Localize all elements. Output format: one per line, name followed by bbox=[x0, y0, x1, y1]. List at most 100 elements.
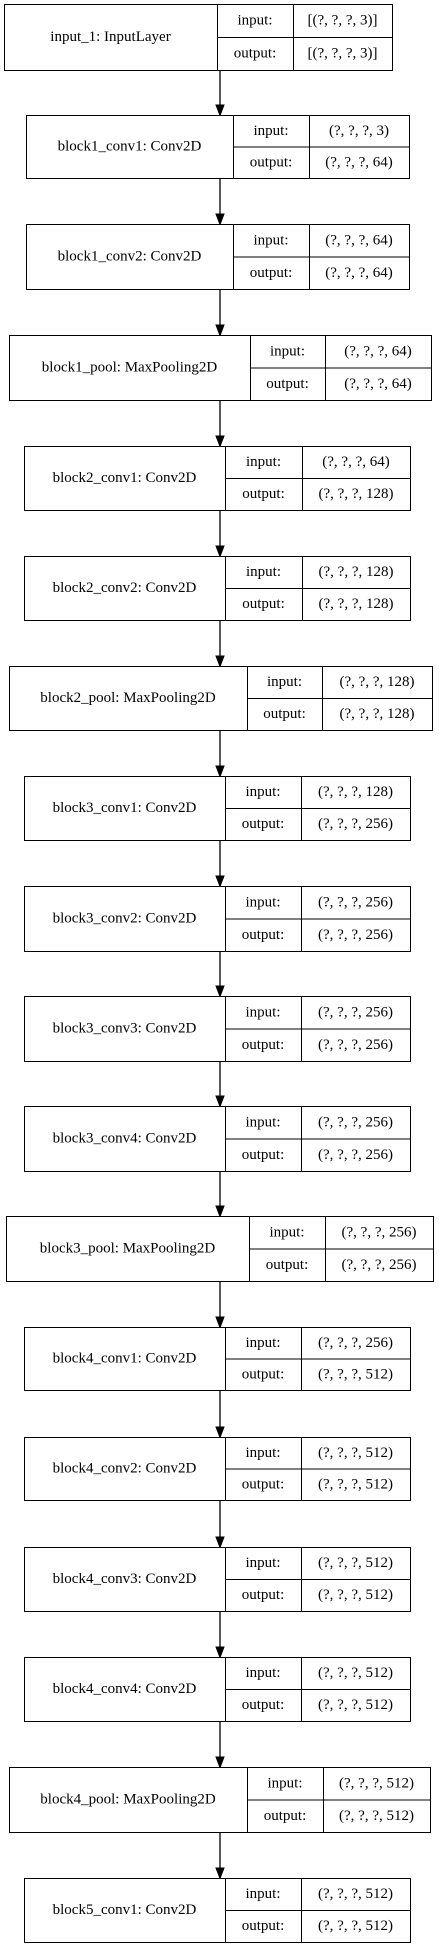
connection-arrow bbox=[215, 731, 225, 778]
output-label: output: bbox=[263, 706, 306, 722]
layer-name: block1_conv1: Conv2D bbox=[58, 139, 202, 155]
arrow-head bbox=[215, 545, 225, 558]
output-label: output: bbox=[250, 265, 293, 281]
input-shape: (?, ?, ?, 256) bbox=[318, 1114, 393, 1130]
connection-arrow bbox=[215, 1391, 225, 1439]
layer-name: block4_conv1: Conv2D bbox=[53, 1351, 197, 1367]
output-label: output: bbox=[242, 816, 285, 832]
arrow-head bbox=[215, 875, 225, 888]
output-label: output: bbox=[264, 1808, 307, 1824]
layer-name: block3_conv2: Conv2D bbox=[53, 911, 197, 927]
input-label: input: bbox=[253, 123, 288, 139]
input-label: input: bbox=[246, 564, 281, 580]
layer-name: block1_pool: MaxPooling2D bbox=[42, 360, 218, 376]
output-label: output: bbox=[242, 1037, 285, 1053]
arrow-head bbox=[215, 1316, 225, 1329]
connection-arrow bbox=[215, 1612, 225, 1659]
connection-arrow bbox=[215, 401, 225, 448]
arrow-head bbox=[215, 213, 225, 226]
arrow-head bbox=[215, 1426, 225, 1439]
input-label: input: bbox=[245, 1555, 280, 1571]
connection-arrow bbox=[215, 1062, 225, 1108]
connection-arrow bbox=[215, 71, 225, 117]
layer-name: block4_pool: MaxPooling2D bbox=[40, 1792, 216, 1808]
output-label: output: bbox=[242, 486, 285, 502]
input-shape: (?, ?, ?, 64) bbox=[344, 343, 411, 359]
output-label: output: bbox=[242, 1476, 285, 1492]
layer-node: block3_conv3: Conv2D input: output: (?, ?, … bbox=[24, 996, 411, 1062]
input-shape: (?, ?, ?, 64) bbox=[325, 232, 392, 248]
output-shape: (?, ?, ?, 512) bbox=[318, 1918, 393, 1934]
connection-arrow bbox=[215, 621, 225, 668]
input-label: input: bbox=[245, 1445, 280, 1461]
layer-name: input_1: InputLayer bbox=[50, 29, 170, 45]
input-label: input: bbox=[237, 13, 272, 29]
connection-arrow bbox=[215, 841, 225, 888]
input-shape: (?, ?, ?, 512) bbox=[318, 1445, 393, 1461]
layer-name: block3_conv3: Conv2D bbox=[53, 1021, 197, 1037]
output-shape: (?, ?, ?, 128) bbox=[319, 596, 394, 612]
layer-node-box bbox=[9, 666, 433, 731]
layer-name: block4_conv4: Conv2D bbox=[53, 1681, 197, 1697]
connection-arrow bbox=[215, 1282, 225, 1329]
arrow-head bbox=[215, 985, 225, 998]
input-shape: (?, ?, ?, 64) bbox=[322, 454, 389, 470]
output-label: output: bbox=[242, 596, 285, 612]
connection-arrow bbox=[215, 179, 225, 226]
output-label: output: bbox=[242, 927, 285, 943]
output-shape: (?, ?, ?, 512) bbox=[318, 1476, 393, 1492]
output-shape: (?, ?, ?, 128) bbox=[340, 706, 415, 722]
layer-node: block2_pool: MaxPooling2D input: output: (?… bbox=[9, 666, 433, 731]
input-label: input: bbox=[245, 1114, 280, 1130]
input-label: input: bbox=[245, 1004, 280, 1020]
layer-name: block2_pool: MaxPooling2D bbox=[40, 690, 216, 706]
output-shape: (?, ?, ?, 256) bbox=[318, 927, 393, 943]
connection-arrow bbox=[215, 952, 225, 998]
arrow-head bbox=[215, 1205, 225, 1218]
connection-arrow bbox=[215, 1833, 225, 1880]
output-shape: (?, ?, ?, 512) bbox=[318, 1366, 393, 1382]
output-shape: (?, ?, ?, 512) bbox=[339, 1808, 414, 1824]
input-label: input: bbox=[267, 1775, 302, 1791]
layer-node: block1_pool: MaxPooling2Dinput:output:(?… bbox=[9, 335, 432, 401]
input-shape: (?, ?, ?, 128) bbox=[340, 674, 415, 690]
output-shape: (?, ?, ?, 64) bbox=[344, 376, 411, 392]
layer-name: block2_conv2: Conv2D bbox=[53, 580, 197, 596]
arrow-head bbox=[215, 655, 225, 668]
input-shape: (?, ?, ?, 512) bbox=[339, 1775, 414, 1791]
connection-arrow bbox=[215, 290, 225, 337]
input-label: input: bbox=[267, 674, 302, 690]
layer-name: block4_conv3: Conv2D bbox=[53, 1571, 197, 1587]
input-label: input: bbox=[253, 232, 288, 248]
output-shape: [(?, ?, ?, 3)] bbox=[308, 46, 378, 62]
layer-name: block4_conv2: Conv2D bbox=[53, 1461, 197, 1477]
layer-name: block5_conv1: Conv2D bbox=[53, 1902, 197, 1918]
output-label: output: bbox=[234, 46, 277, 62]
input-shape: (?, ?, ?, 256) bbox=[318, 1004, 393, 1020]
input-shape: (?, ?, ?, 128) bbox=[319, 564, 394, 580]
arrow-head bbox=[215, 1756, 225, 1769]
input-label: input: bbox=[245, 1665, 280, 1681]
input-shape: (?, ?, ?, 256) bbox=[318, 894, 393, 910]
input-shape: [(?, ?, ?, 3)] bbox=[308, 13, 378, 29]
output-shape: (?, ?, ?, 512) bbox=[318, 1587, 393, 1603]
input-label: input: bbox=[270, 343, 305, 359]
input-label: input: bbox=[246, 454, 281, 470]
input-shape: (?, ?, ?, 512) bbox=[318, 1886, 393, 1902]
output-label: output: bbox=[242, 1697, 285, 1713]
layer-node: block4_pool: MaxPooling2D input: output: (?… bbox=[9, 1767, 431, 1833]
output-label: output: bbox=[242, 1366, 285, 1382]
layer-node: block2_conv2: Conv2D input: output: (?, ?, … bbox=[24, 556, 411, 621]
input-label: input: bbox=[269, 1224, 304, 1240]
input-label: input: bbox=[245, 1335, 280, 1351]
layer-node: input_1: InputLayer input: output: [(?, ?, … bbox=[4, 4, 393, 71]
layer-node: block4_conv2: Conv2D input: output: (?, ?, … bbox=[24, 1437, 411, 1501]
output-shape: (?, ?, ?, 512) bbox=[318, 1697, 393, 1713]
layer-name: block3_pool: MaxPooling2D bbox=[40, 1241, 216, 1257]
